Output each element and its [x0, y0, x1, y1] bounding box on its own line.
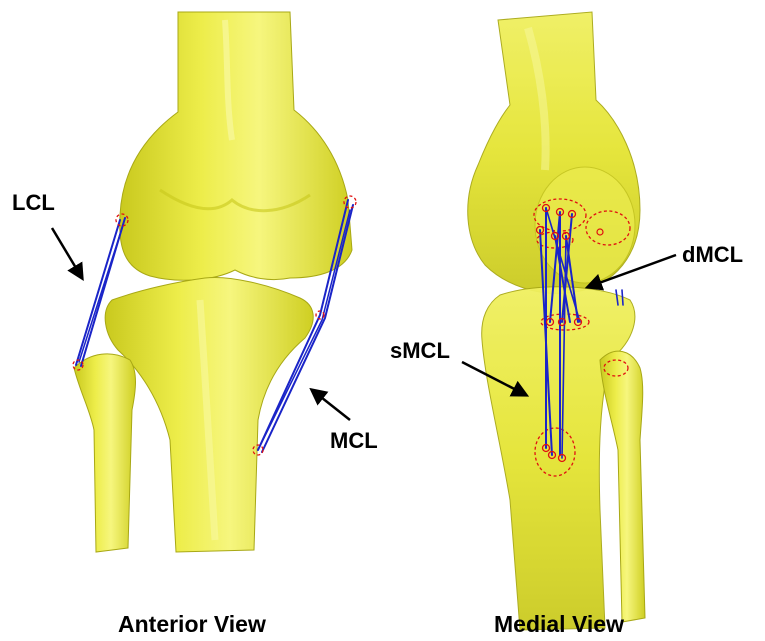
lcl-arrow [52, 228, 82, 278]
dmcl-label: dMCL [682, 242, 743, 267]
femur-anterior [120, 12, 352, 280]
fibula-anterior [74, 354, 136, 552]
anterior-view-caption: Anterior View [118, 611, 266, 637]
mcl-arrow [312, 390, 350, 420]
smcl-label: sMCL [390, 338, 450, 363]
lcl-label: LCL [12, 190, 55, 215]
anterior-view-panel: LCL MCL Anterior View [12, 12, 378, 637]
mcl-label: MCL [330, 428, 378, 453]
fibula-medial [600, 351, 645, 622]
medial-view-caption: Medial View [494, 611, 624, 637]
medial-view-panel: dMCL sMCL Medial View [390, 12, 743, 637]
